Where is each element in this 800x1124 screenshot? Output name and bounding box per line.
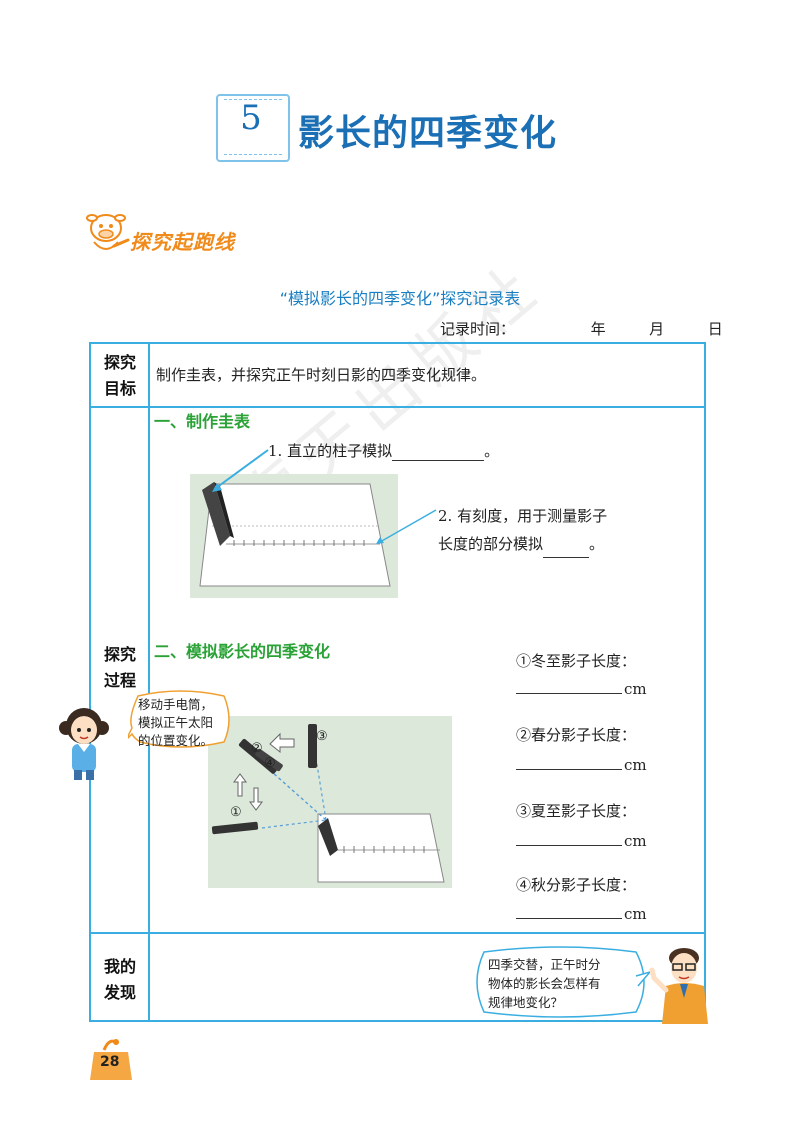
page-number: 28 <box>100 1054 120 1070</box>
answer-blank[interactable] <box>516 833 622 846</box>
month-label: 月 <box>649 320 665 338</box>
question-text: 2. 有刻度，用于测量影子 <box>438 507 608 525</box>
bubble-line: 规律地变化？ <box>488 995 564 1010</box>
question-text: 长度的部分模拟 <box>438 535 544 553</box>
row-divider <box>91 932 704 934</box>
mascot-cow-icon <box>86 214 130 250</box>
process-label: 探究 过程 <box>91 642 149 694</box>
record-time: 记录时间： 年 月 日 <box>440 318 723 339</box>
marker-1: ① <box>230 805 242 820</box>
answer-blank[interactable] <box>516 757 622 770</box>
goal-text: 制作圭表，并探究正午时刻日影的四季变化规律。 <box>156 366 487 384</box>
year-label: 年 <box>590 320 606 338</box>
question-end: 。 <box>484 442 500 460</box>
marker-2: ② <box>251 741 263 756</box>
bubble-line: 模拟正午太阳 <box>138 715 214 730</box>
lesson-number: 5 <box>240 98 262 138</box>
measurement-4-field[interactable]: cm <box>516 905 647 923</box>
question-text: 1. 直立的柱子模拟 <box>268 442 393 460</box>
goal-label-line: 探究 <box>103 353 136 372</box>
answer-blank[interactable] <box>543 541 590 558</box>
column-divider <box>148 344 150 1020</box>
measurement-3-label: ③夏至影子长度： <box>516 802 637 820</box>
measurement-2-label: ②春分影子长度： <box>516 726 637 744</box>
measurement-2-field[interactable]: cm <box>516 756 647 774</box>
bubble-line: 移动手电筒， <box>138 697 214 712</box>
finding-label-line: 我的 <box>103 957 136 976</box>
measurement-3-field[interactable]: cm <box>516 832 647 850</box>
question-end: 。 <box>589 535 605 553</box>
lesson-title: 影长的四季变化 <box>298 113 558 154</box>
measurement-4-label: ④秋分影子长度： <box>516 876 637 894</box>
unit-label: cm <box>624 680 647 698</box>
bubble-girl-text: 移动手电筒， 模拟正午太阳 的位置变化。 <box>138 696 236 750</box>
question-item-2: 2. 有刻度，用于测量影子 长度的部分模拟 。 <box>438 502 678 558</box>
gnomon-model-photo <box>190 474 398 598</box>
bubble-line: 的位置变化。 <box>138 733 214 748</box>
teacher-character-icon <box>649 948 708 1024</box>
unit-label: cm <box>624 832 647 850</box>
question-item-1: 1. 直立的柱子模拟 。 <box>268 440 499 461</box>
pointer-arrows <box>212 449 437 544</box>
unit-label: cm <box>624 756 647 774</box>
unit-label: cm <box>624 905 647 923</box>
process-label-line: 过程 <box>103 671 136 690</box>
goal-label-line: 目标 <box>103 379 136 398</box>
answer-blank[interactable] <box>516 906 622 919</box>
day-label: 日 <box>707 320 723 338</box>
flashlight-simulation-photo <box>208 716 452 888</box>
speech-bubble-teacher <box>476 946 650 1018</box>
bubble-line: 物体的影长会怎样有 <box>488 976 601 991</box>
marker-4: ④ <box>264 756 276 771</box>
measurement-1-label: ①冬至影子长度： <box>516 652 637 670</box>
row-divider <box>91 406 704 408</box>
table-heading: “模拟影长的四季变化”探究记录表 <box>279 289 521 308</box>
lesson-number-frame <box>216 94 290 162</box>
bubble-teacher-text: 四季交替，正午时分 物体的影长会怎样有 规律地变化？ <box>488 955 638 1012</box>
marker-3: ③ <box>316 729 328 744</box>
speech-bubble-girl <box>128 690 230 748</box>
part1-heading: 一、制作圭表 <box>154 412 251 431</box>
goal-label: 探究 目标 <box>91 350 149 402</box>
bubble-line: 四季交替，正午时分 <box>488 957 601 972</box>
record-table: 探究 目标 探究 过程 我的 发现 <box>89 342 706 1022</box>
measurement-1-field[interactable]: cm <box>516 680 647 698</box>
record-time-label: 记录时间： <box>440 320 516 338</box>
page-number-badge-icon <box>90 1039 132 1080</box>
finding-label-line: 发现 <box>103 983 136 1002</box>
answer-blank[interactable] <box>392 444 485 461</box>
girl-character-icon <box>59 708 109 780</box>
section-title: 探究起跑线 <box>130 230 235 254</box>
process-label-line: 探究 <box>103 645 136 664</box>
part2-heading: 二、模拟影长的四季变化 <box>154 642 331 661</box>
answer-blank[interactable] <box>516 681 622 694</box>
finding-label: 我的 发现 <box>91 954 149 1006</box>
